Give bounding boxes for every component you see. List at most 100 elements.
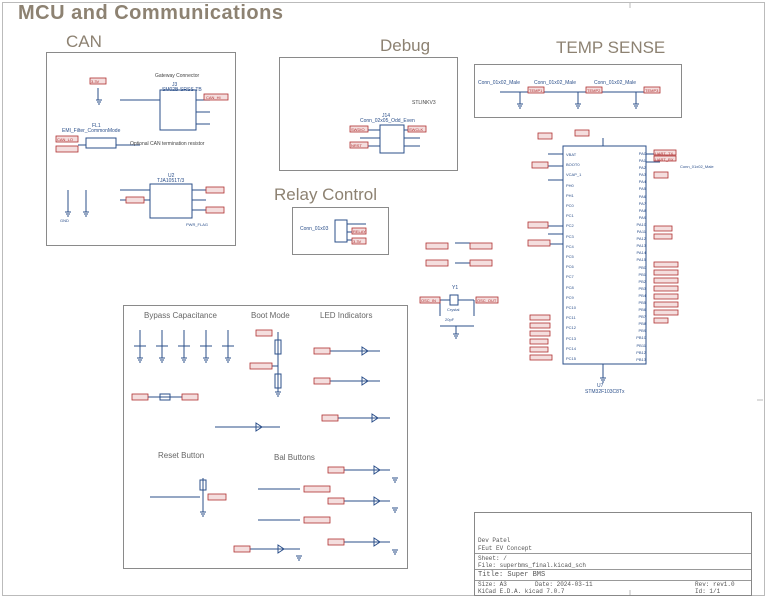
title-block-project: FEut EV Concept (478, 545, 533, 552)
mcu-pin-label: PC15 (566, 356, 577, 362)
mcu-pin-label: PC12 (566, 325, 577, 331)
temp-conn-2: Conn_01x02_Male (534, 80, 576, 86)
debug-connector-symbol (379, 124, 405, 154)
mcu-part: STM32F103C8Tx (585, 389, 625, 395)
mcu-pin-label: PC6 (566, 264, 574, 270)
can-ic-ref: J3 (172, 82, 178, 88)
can-transceiver-part: TJA1051T/3 (157, 178, 185, 184)
mcu-pin-label: PB4 (638, 292, 646, 298)
mcu-pin-label: PC11 (566, 315, 576, 321)
section-boot-mode: Boot Mode (251, 311, 290, 320)
can-net-pwr-flag: PWR_FLAG (186, 222, 209, 227)
section-title-relay-control: Relay Control (274, 185, 377, 204)
mcu-pin-label: PA14 (636, 250, 647, 256)
crystal-ref: Y1 (452, 285, 459, 291)
crystal-net-osc-out: OSC_OUT (477, 298, 497, 303)
mcu-pin-label: PC1 (566, 213, 574, 219)
temp-net-3: TEMP3 (645, 88, 659, 93)
mcu-pin-label: PB2 (638, 278, 646, 284)
mcu-pin-label: VCAP_1 (566, 172, 582, 178)
sheet-title: MCU and Communications (18, 2, 284, 24)
mcu-pin-label: PC8 (566, 284, 574, 290)
mcu-pin-label: PA6 (638, 193, 646, 199)
mcu-pin-label: PA1 (638, 158, 646, 164)
mcu-pin-label: PB6 (638, 307, 646, 313)
mcu-pin-label: PA9 (638, 214, 646, 220)
mcu-pin-label: PA2 (638, 165, 646, 171)
mcu-pin-label: PA15 (636, 257, 647, 263)
section-bal-buttons: Bal Buttons (274, 453, 315, 462)
section-led-indicators: LED Indicators (320, 311, 373, 320)
mcu-pin-label: PC13 (566, 335, 577, 341)
mcu-net-uart-rx: UART_RX (655, 157, 674, 162)
can-connector-label: Gateway Connector (155, 73, 200, 79)
debug-part: Conn_02x05_Odd_Even (360, 118, 415, 124)
mcu-pin-label: PH1 (566, 192, 574, 198)
can-filter-part: EMI_Filter_CommonMode (62, 128, 121, 134)
mcu-pin-label: PC3 (566, 233, 574, 239)
section-title-temp-sense: TEMP SENSE (556, 38, 666, 57)
mcu-pin-label: PA10 (636, 221, 647, 227)
mcu-pin-label: PB0 (638, 264, 646, 270)
debug-label: STLINKV3 (412, 100, 436, 106)
debug-panel (279, 57, 458, 171)
can-filter-ref: FL1 (92, 123, 101, 129)
mcu-pin-label: PB1 (638, 271, 646, 277)
can-connector-symbol (159, 89, 197, 131)
bottom-left-panel (123, 305, 408, 569)
mcu-pin-label: BOOT0 (566, 162, 580, 168)
can-termination-label: Optional CAN termination resistor (130, 141, 205, 147)
mcu-pin-label: PC7 (566, 274, 574, 280)
temp-sense-panel (474, 64, 682, 118)
title-block-date: Date: 2024-03-11 (535, 581, 593, 588)
title-block-divider (475, 580, 751, 581)
mcu-pin-label: PA5 (638, 186, 646, 192)
mcu-pin-label: PB13 (636, 356, 646, 362)
mcu-pin-label: PB3 (638, 285, 646, 291)
mcu-pin-label: PB12 (636, 349, 646, 355)
title-block-kicad: KiCad E.D.A. kicad 7.0.7 (478, 588, 565, 595)
title-block-id: Id: 1/1 (695, 588, 721, 595)
mcu-pin-label: PB8 (638, 321, 646, 327)
section-title-can: CAN (66, 32, 102, 51)
mcu-pin-label: PB11 (636, 342, 647, 348)
mcu-pin-label: PC0 (566, 203, 574, 209)
mcu-pin-label: PC5 (566, 254, 574, 260)
mcu-conn-uart: Conn_01x02_Male (680, 164, 714, 169)
mcu-pin-label: PA12 (636, 236, 647, 242)
mcu-pin-label: PC14 (566, 345, 577, 351)
mcu-pin-label: PA3 (638, 172, 646, 178)
temp-conn-1: Conn_01x02_Male (478, 80, 520, 86)
mcu-pin-label: PA7 (638, 200, 646, 206)
can-transceiver-symbol (149, 183, 193, 219)
mcu-pin-label: PC9 (566, 294, 574, 300)
can-net-gnd: GND (60, 218, 69, 223)
debug-net-swdio: SWDIO (351, 127, 365, 132)
can-panel (46, 52, 236, 246)
title-block: Dev Patel FEut EV Concept Sheet: / File:… (474, 512, 752, 596)
mcu-pin-label: PC2 (566, 223, 574, 229)
relay-conn: Conn_01x03 (300, 226, 329, 232)
crystal-cap-value: 20pF (445, 317, 455, 322)
relay-net: RELAY (353, 229, 366, 234)
mcu-pin-label: PC4 (566, 243, 574, 249)
title-block-size: Size: A3 (478, 581, 507, 588)
title-block-title: Title: Super BMS (478, 571, 546, 579)
debug-net-nrst: NRST (351, 143, 362, 148)
title-block-file: File: superbms_final.kicad_sch (478, 562, 587, 569)
mcu-ref: U7 (597, 383, 604, 389)
temp-net-2: TEMP2 (587, 88, 601, 93)
title-block-divider (475, 553, 751, 554)
mcu-pin-label: VBAT (566, 152, 577, 157)
mcu-pin-label: PB9 (638, 328, 646, 334)
mcu-pin-label: PA11 (636, 229, 646, 235)
title-block-rev: Rev: rev1.0 (695, 581, 735, 588)
can-ic-part: SM02B-SRSS-TB (162, 87, 202, 93)
mcu-net-uart-tx: UART_TX (655, 151, 674, 156)
title-block-sheet: Sheet: / (478, 555, 507, 562)
can-net-can-hi: CAN_HI (206, 95, 221, 100)
